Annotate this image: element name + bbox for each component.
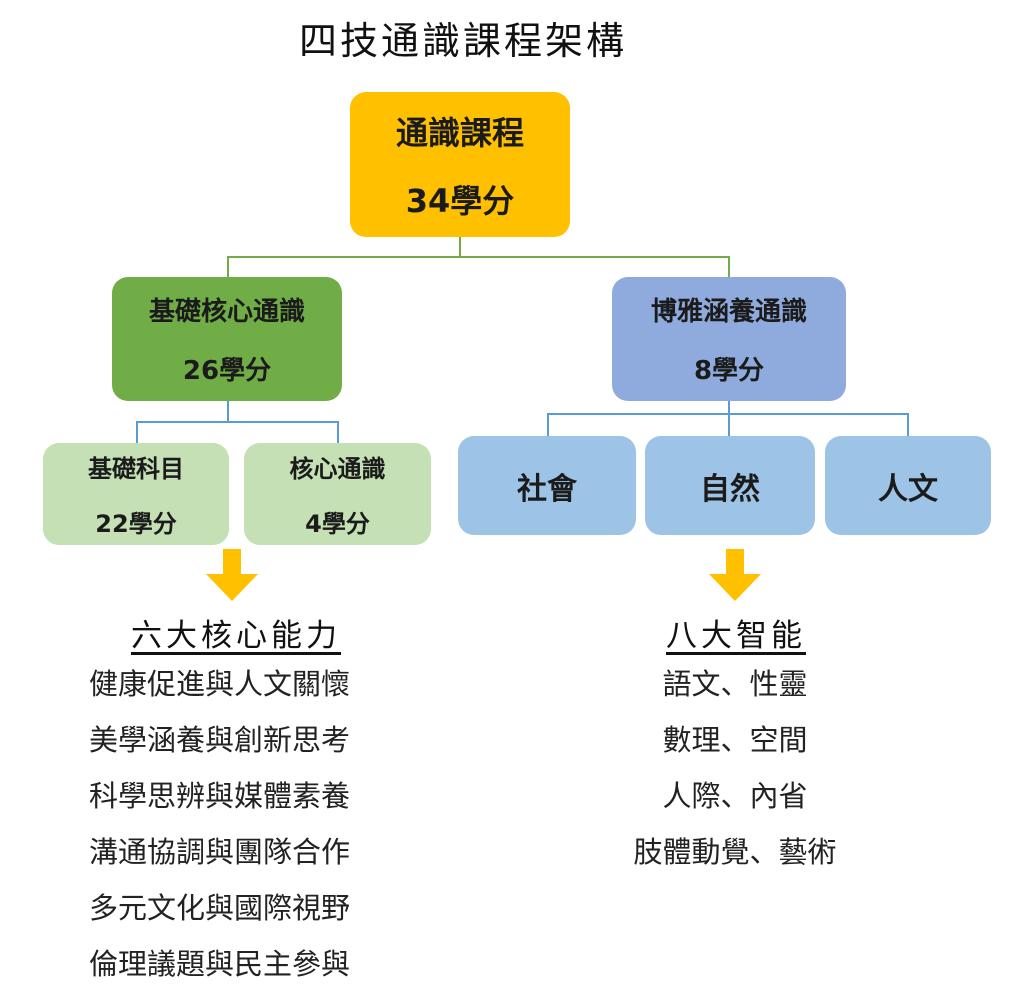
- list-item: 健康促進與人文關懷: [89, 667, 351, 701]
- basic-subjects-title: 基礎科目: [88, 455, 184, 483]
- eight-intelligences-heading: 八大智能: [666, 618, 806, 654]
- root-to-liberal-connector: [460, 256, 730, 277]
- liberal-to-leaves-connector: [547, 398, 730, 436]
- core-to-leaves-connector: [136, 401, 229, 443]
- list-item: 美學涵養與創新思考: [89, 723, 351, 757]
- list-item: 肢體動覺、藝術: [633, 835, 837, 869]
- humanities-label: 人文: [878, 471, 938, 507]
- liberal-to-leaf-right-connector: [729, 413, 909, 436]
- list-item: 多元文化與國際視野: [89, 891, 351, 925]
- root-node-general-education: 通識課程 34學分: [350, 92, 570, 237]
- liberal-arts-node: 博雅涵養通識 8學分: [612, 277, 846, 401]
- core-general-title: 核心通識: [289, 455, 386, 483]
- list-item: 科學思辨與媒體素養: [89, 779, 351, 813]
- diagram-title: 四技通識課程架構: [298, 19, 627, 63]
- nature-label: 自然: [700, 471, 760, 507]
- humanities-node: 人文: [825, 436, 991, 535]
- nature-node: 自然: [645, 436, 815, 535]
- core-general-credits: 4學分: [305, 510, 370, 538]
- list-item: 倫理議題與民主參與: [89, 947, 351, 981]
- root-to-children-connector: [227, 237, 461, 277]
- root-node-credits: 34學分: [405, 181, 515, 220]
- list-item: 語文、性靈: [662, 667, 808, 701]
- down-arrow-icon: [709, 549, 761, 601]
- core-node-credits: 26學分: [182, 356, 272, 386]
- six-abilities-heading: 六大核心能力: [131, 618, 341, 654]
- list-item: 數理、空間: [662, 723, 808, 757]
- liberal-node-credits: 8學分: [693, 356, 765, 386]
- basic-subjects-credits: 22學分: [95, 510, 177, 538]
- core-general-education-node: 基礎核心通識 26學分: [112, 277, 342, 401]
- basic-subjects-node: 基礎科目 22學分: [43, 443, 229, 545]
- list-item: 溝通協調與團隊合作: [89, 835, 351, 869]
- society-node: 社會: [458, 436, 636, 535]
- core-node-title: 基礎核心通識: [148, 297, 305, 327]
- liberal-node-title: 博雅涵養通識: [650, 297, 807, 327]
- core-general-node: 核心通識 4學分: [244, 443, 431, 545]
- core-to-leaf2-connector: [228, 421, 339, 443]
- root-node-title: 通識課程: [395, 113, 524, 152]
- down-arrow-icon: [206, 549, 258, 601]
- eight-intelligences-list: 語文、性靈 數理、空間 人際、內省 肢體動覺、藝術: [610, 656, 860, 880]
- list-item: 人際、內省: [662, 779, 808, 813]
- six-abilities-list: 健康促進與人文關懷 美學涵養與創新思考 科學思辨與媒體素養 溝通協調與團隊合作 …: [89, 656, 399, 992]
- society-label: 社會: [517, 471, 577, 507]
